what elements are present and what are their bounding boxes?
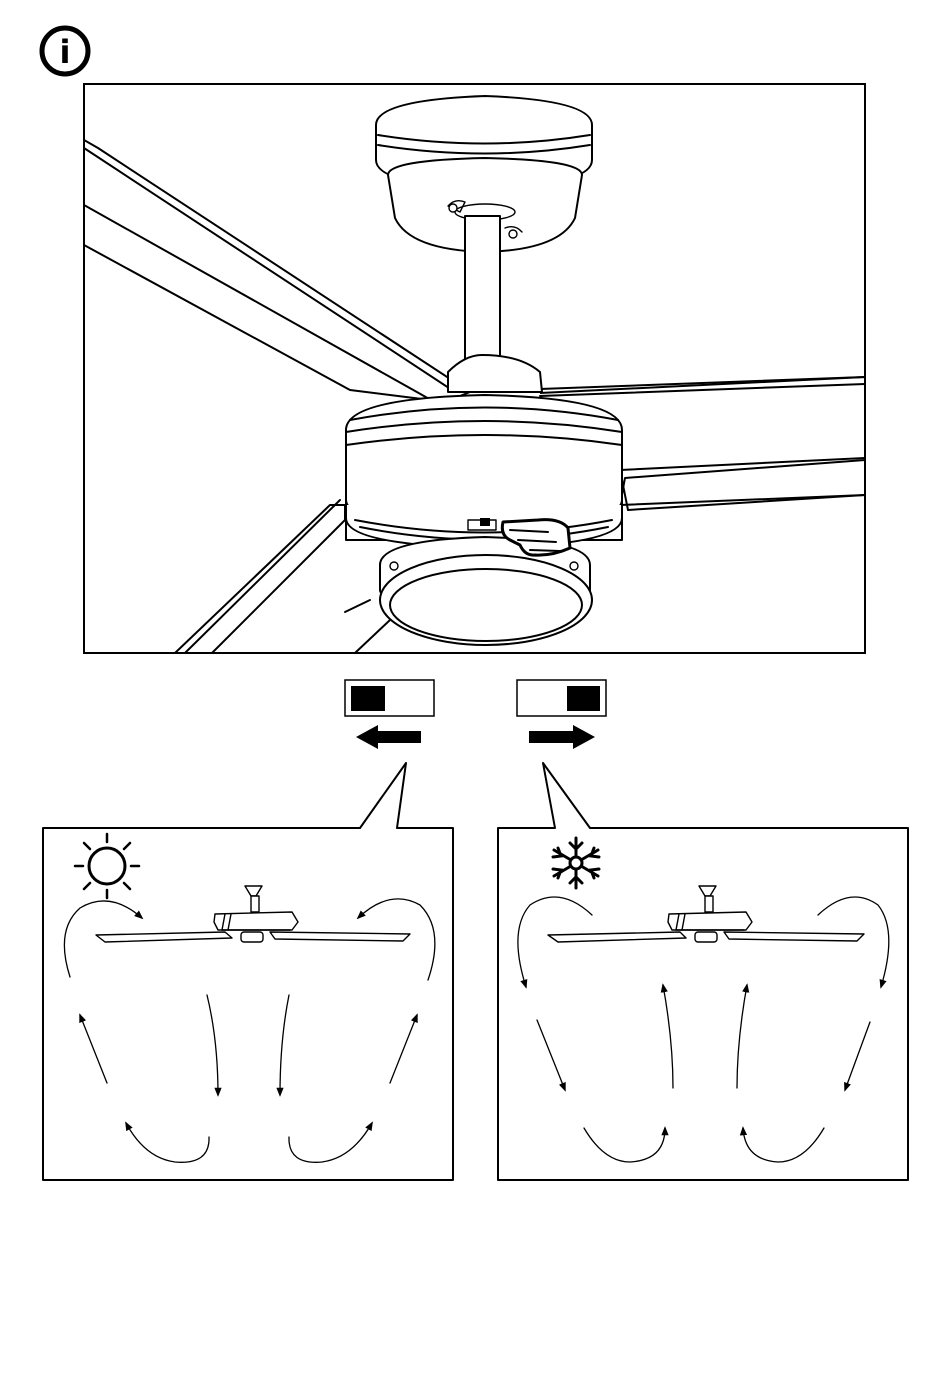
switch-knob-left <box>351 686 385 711</box>
switch-position-right <box>517 680 606 749</box>
motor-housing <box>346 395 622 548</box>
airflow-panel-winter <box>43 763 453 1180</box>
callout-frame-left <box>43 763 453 1180</box>
switch-position-left <box>345 680 434 749</box>
fan-closeup-illustration <box>80 84 865 653</box>
info-icon: i <box>42 28 88 74</box>
arrow-left-icon <box>356 725 421 749</box>
info-glyph: i <box>60 33 71 71</box>
switch-knob-right <box>567 686 600 711</box>
arrow-right-icon <box>529 725 595 749</box>
callout-frame-right <box>498 763 908 1180</box>
airflow-panel-summer <box>498 763 908 1180</box>
